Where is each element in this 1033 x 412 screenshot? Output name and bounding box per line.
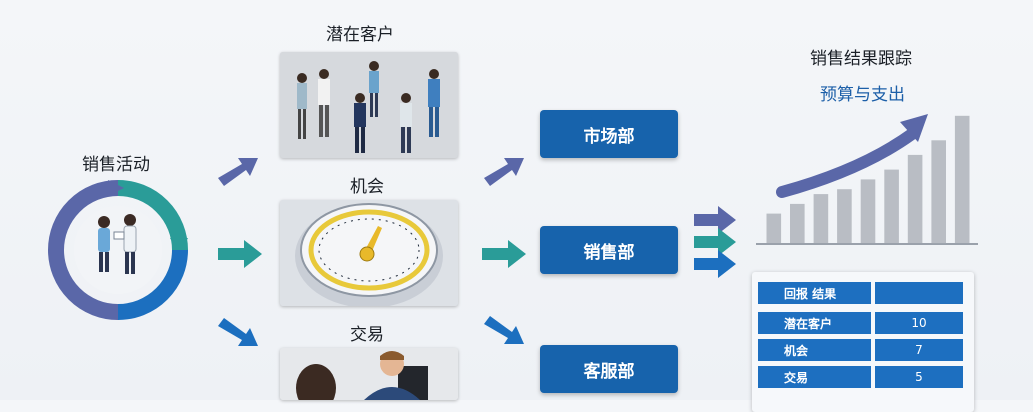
customer-service-department-box: 客服部 bbox=[540, 345, 678, 393]
results-table: 回报 结果 潜在客户 10 机会 7 交易 5 bbox=[752, 272, 974, 412]
gauge-dial-icon bbox=[280, 200, 458, 306]
arrow-to-sales-icon bbox=[482, 240, 526, 268]
bar-7 bbox=[907, 154, 923, 243]
bar-6 bbox=[884, 169, 899, 243]
bar-2 bbox=[790, 203, 805, 243]
opportunity-label: 机会 bbox=[350, 177, 384, 197]
budget-and-expense-label: 预算与支出 bbox=[820, 85, 905, 105]
table-row-label: 机会 bbox=[758, 339, 871, 361]
table-header-row: 回报 结果 bbox=[758, 282, 963, 304]
cycle-arrows-icon bbox=[48, 180, 188, 320]
stacked-arrows-icon bbox=[694, 206, 736, 278]
arrow-to-opportunity-icon bbox=[218, 240, 262, 268]
potential-customers-image bbox=[280, 52, 458, 158]
table-row-value: 10 bbox=[875, 312, 963, 334]
table-row: 潜在客户 10 bbox=[758, 312, 963, 334]
bar-5 bbox=[860, 179, 876, 243]
table-row-label: 潜在客户 bbox=[758, 312, 871, 334]
sales-result-tracking-label: 销售结果跟踪 bbox=[810, 49, 912, 69]
presenters-illustration bbox=[98, 214, 137, 274]
growth-arrow-icon bbox=[776, 128, 918, 198]
bar-9 bbox=[954, 115, 970, 243]
sales-activity-label: 销售活动 bbox=[82, 155, 150, 175]
bar-3 bbox=[813, 194, 829, 243]
table-row-value: 7 bbox=[875, 339, 963, 361]
table-row: 机会 7 bbox=[758, 339, 963, 361]
table-header-label: 回报 结果 bbox=[758, 282, 871, 304]
marketing-department-box: 市场部 bbox=[540, 110, 678, 158]
table-row-value: 5 bbox=[875, 366, 963, 388]
opportunity-image bbox=[280, 200, 458, 306]
deal-label: 交易 bbox=[350, 325, 384, 345]
deal-image bbox=[280, 348, 458, 400]
table-row-label: 交易 bbox=[758, 366, 871, 388]
bar-1 bbox=[766, 213, 782, 243]
arrow-to-marketing-icon bbox=[484, 158, 524, 186]
growth-bar-chart bbox=[756, 114, 978, 245]
sales-department-box: 销售部 bbox=[540, 226, 678, 274]
arrow-to-service-icon bbox=[484, 316, 524, 344]
table-row: 交易 5 bbox=[758, 366, 963, 388]
arrow-to-deal-icon bbox=[218, 318, 258, 346]
arrow-to-customers-icon bbox=[218, 158, 258, 186]
bar-4 bbox=[837, 189, 852, 243]
table-header-value bbox=[875, 282, 963, 304]
bar-8 bbox=[931, 140, 946, 244]
potential-customers-label: 潜在客户 bbox=[326, 25, 394, 45]
